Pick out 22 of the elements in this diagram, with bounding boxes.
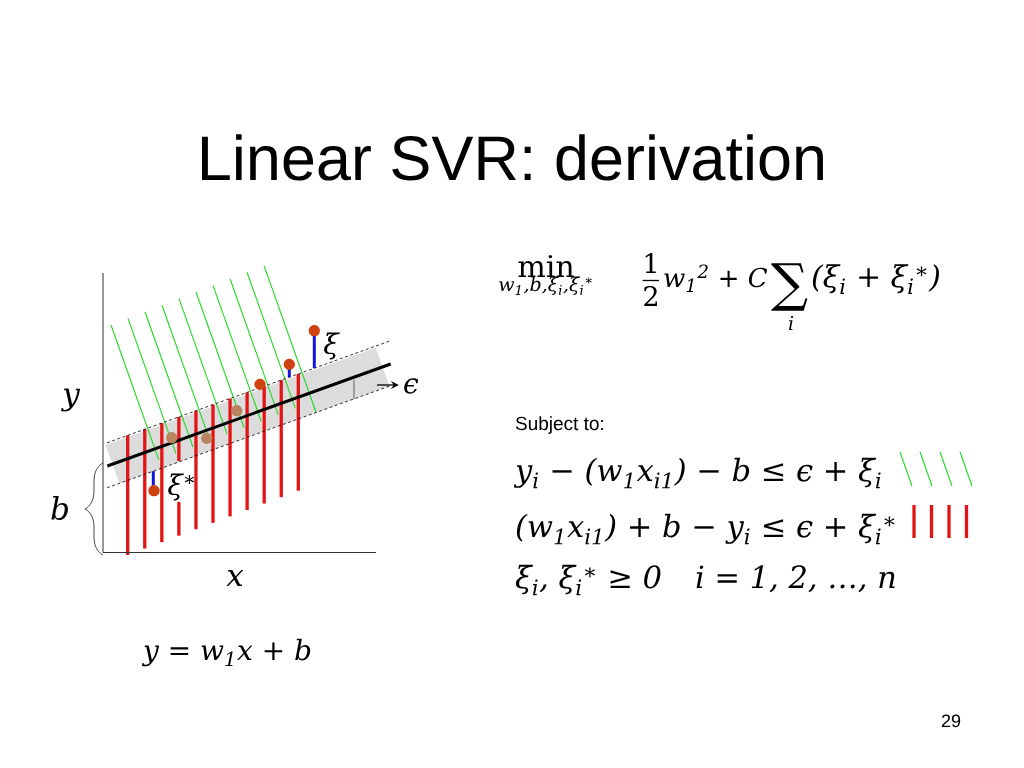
formula: ξ$_{i}$, ξ$_{i}$$^{∗}$ ≥ 0: [515, 564, 661, 596]
formula: i = 1, 2, …, n: [696, 565, 895, 593]
formula: y = w$_{1}$x + b: [141, 638, 311, 667]
text-label: Subject to:: [515, 416, 604, 434]
math-symbol: ξ$^{∗}$: [168, 473, 195, 501]
formula: y$_{i}$ − (w$_{1}$x$_{i1}$) − b ≤ ϵ + ξ$_{i}$: [513, 457, 881, 489]
formula: min: [518, 254, 574, 277]
axis-label: x: [226, 569, 244, 587]
formula: 2: [644, 285, 657, 306]
math-symbol: ξ: [324, 332, 340, 360]
page-number: 29: [941, 714, 961, 728]
formula: 1: [645, 252, 656, 273]
formula: (ξ$_{i}$ + ξ$_{i}$$^{∗}$): [812, 264, 939, 294]
slide-title: Linear SVR: derivation: [202, 134, 823, 181]
summation-sign: ∑: [771, 263, 808, 311]
formula: w$_{1}$,b,ξ$_{i}$,ξ$_{i}$∗: [499, 276, 592, 295]
axis-label: b: [51, 496, 68, 520]
math-symbol: ϵ: [404, 378, 419, 394]
formula: (w$_{1}$x$_{i1}$) + b − y$_{i}$ ≤ ϵ + ξ$_{i}$∗: [516, 513, 895, 545]
axis-label: y: [61, 388, 81, 412]
formula: w$_{1}$$^{2}$ + C: [664, 264, 768, 292]
formula: i: [788, 316, 794, 330]
